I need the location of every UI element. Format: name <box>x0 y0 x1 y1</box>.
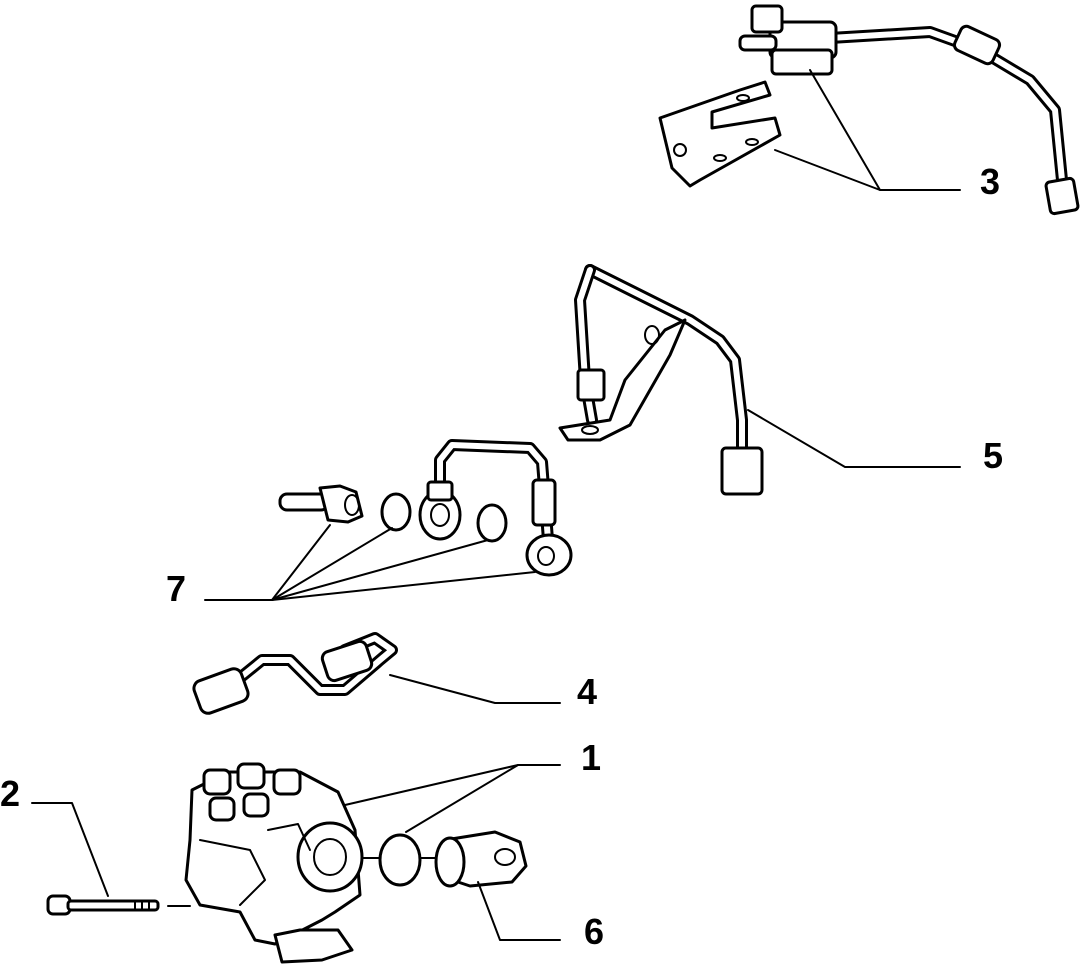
part-6-banjo-fitting <box>434 830 561 941</box>
callout-7-label: 7 <box>166 568 186 609</box>
callout-6-label: 6 <box>584 911 604 952</box>
callout-3-label: 3 <box>980 161 1000 202</box>
callout-2-label: 2 <box>0 773 20 814</box>
callout-5-label: 5 <box>983 435 1003 476</box>
part-3-valve-assembly <box>658 4 1080 216</box>
callout-1-label: 1 <box>581 737 601 778</box>
part-1-injection-pump <box>184 762 561 964</box>
part-7-banjo-pipe-kit <box>204 439 573 601</box>
part-5-pipe-with-bracket <box>558 264 961 496</box>
part-4-injection-pipe <box>192 632 561 715</box>
part-2-long-bolt <box>31 802 191 916</box>
callout-4-label: 4 <box>577 671 597 712</box>
